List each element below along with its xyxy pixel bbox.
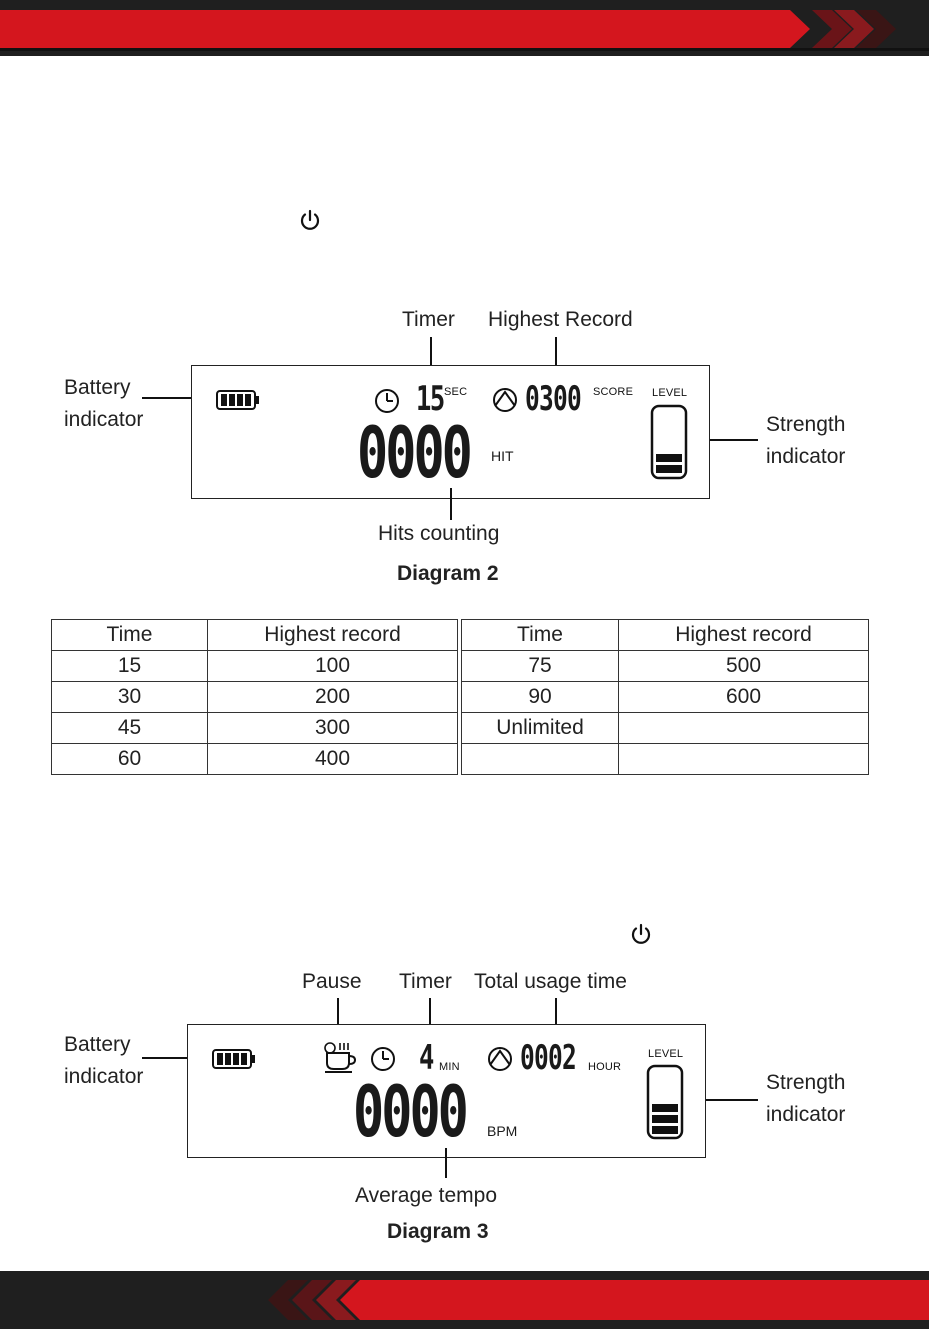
trophy-icon	[488, 1047, 512, 1071]
lcd-display: 4 MIN 0002 HOUR LEVEL 0000 BPM	[187, 1024, 706, 1158]
table-cell: 100	[207, 650, 458, 682]
timer-leader-line	[429, 998, 431, 1034]
table-header: Highest record	[207, 619, 458, 651]
timer-digits: 4	[419, 1038, 435, 1078]
strength-label: Strength	[766, 1071, 846, 1094]
sec-unit: SEC	[444, 386, 468, 398]
power-icon	[300, 209, 320, 230]
pause-leader-line	[337, 998, 339, 1034]
hit-digits: 0000	[357, 412, 473, 494]
top-banner	[0, 0, 929, 56]
timer-label: Timer	[402, 308, 455, 331]
clock-icon	[371, 1047, 395, 1071]
battery-label: Battery	[64, 376, 131, 399]
strength-label: Strength	[766, 413, 846, 436]
table-cell: 400	[207, 743, 458, 775]
power-icon	[631, 923, 651, 944]
timer-digits: 15	[416, 379, 445, 419]
total-usage-label: Total usage time	[474, 970, 627, 993]
clock-icon	[375, 389, 399, 413]
tempo-leader-line	[445, 1148, 447, 1178]
hits-leader-line	[450, 488, 452, 520]
table-header: Highest record	[618, 619, 869, 651]
table-cell	[618, 712, 869, 744]
battery-icon	[216, 390, 259, 410]
strength-leader-line	[693, 439, 758, 441]
table-cell: 75	[461, 650, 619, 682]
trophy-icon	[493, 388, 517, 412]
hour-unit: HOUR	[588, 1061, 622, 1073]
record-leader-line	[555, 337, 557, 375]
table-cell: 600	[618, 681, 869, 713]
average-tempo-label: Average tempo	[355, 1184, 498, 1207]
level-label: LEVEL	[652, 387, 688, 399]
highest-record-label: Highest Record	[488, 308, 633, 331]
hour-digits: 0002	[520, 1038, 577, 1078]
strength-leader-line	[693, 1099, 758, 1101]
total-leader-line	[555, 998, 557, 1034]
table-cell: 500	[618, 650, 869, 682]
timer-label: Timer	[399, 970, 452, 993]
coffee-cup-icon	[324, 1042, 357, 1073]
table-cell: 200	[207, 681, 458, 713]
level-meter	[646, 1064, 684, 1140]
table-header: Time	[461, 619, 619, 651]
level-meter	[650, 404, 688, 480]
level-label: LEVEL	[648, 1048, 684, 1060]
score-digits: 0300	[525, 379, 582, 419]
diagram-2-caption: Diagram 2	[397, 562, 499, 585]
min-unit: MIN	[439, 1061, 460, 1073]
diagram-3-caption: Diagram 3	[387, 1220, 489, 1243]
score-unit: SCORE	[593, 386, 634, 398]
bottom-banner	[0, 1271, 929, 1329]
battery-icon	[212, 1049, 255, 1069]
battery-label-2: indicator	[64, 408, 144, 431]
table-cell	[461, 743, 619, 775]
table-cell: Unlimited	[461, 712, 619, 744]
battery-label: Battery	[64, 1033, 131, 1056]
battery-leader-line	[142, 1057, 208, 1059]
battery-leader-line	[142, 397, 212, 399]
bpm-digits: 0000	[353, 1071, 469, 1153]
strength-label-2: indicator	[766, 1103, 846, 1126]
pause-label: Pause	[302, 970, 362, 993]
timer-leader-line	[430, 337, 432, 375]
hit-unit: HIT	[491, 448, 514, 464]
lcd-display: 15 SEC 0300 SCORE LEVEL 0000 HIT	[191, 365, 710, 499]
table-cell: 30	[51, 681, 208, 713]
hits-counting-label: Hits counting	[378, 522, 500, 545]
bpm-unit: BPM	[487, 1123, 518, 1139]
table-cell: 60	[51, 743, 208, 775]
table-cell	[618, 743, 869, 775]
table-cell: 15	[51, 650, 208, 682]
table-cell: 90	[461, 681, 619, 713]
table-cell: 45	[51, 712, 208, 744]
table-cell: 300	[207, 712, 458, 744]
strength-label-2: indicator	[766, 445, 846, 468]
table-header: Time	[51, 619, 208, 651]
battery-label-2: indicator	[64, 1065, 144, 1088]
